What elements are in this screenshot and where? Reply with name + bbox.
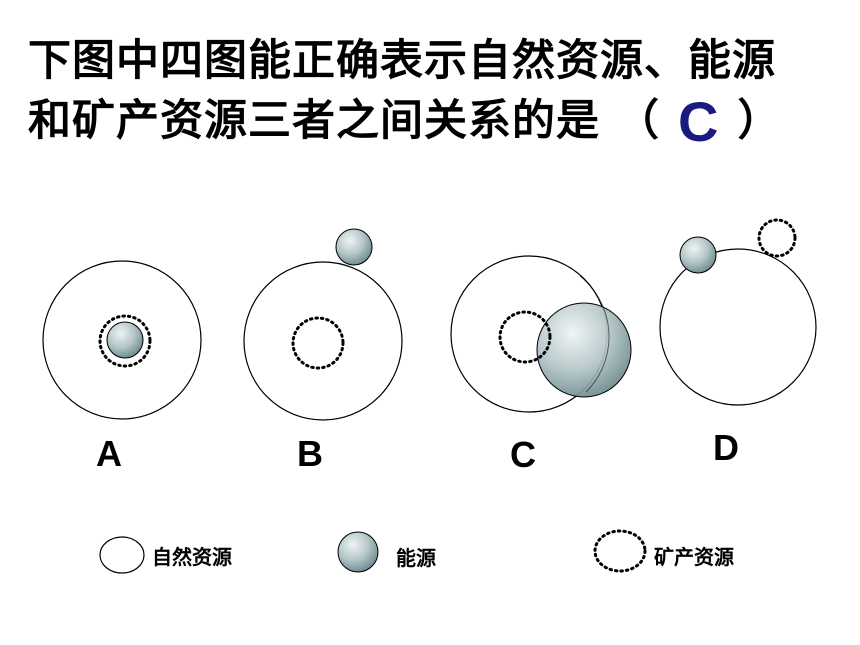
energy-circle-d	[679, 236, 717, 274]
legend	[99, 529, 647, 574]
legend-mineral-symbol	[593, 529, 647, 573]
question-line-1: 下图中四图能正确表示自然资源、能源	[28, 36, 776, 86]
legend-natural-label: 自然资源	[152, 545, 232, 569]
legend-natural-symbol	[99, 536, 145, 574]
mineral-circle-c	[498, 310, 552, 364]
legend-energy-symbol	[337, 531, 379, 573]
diagram-d	[659, 218, 817, 406]
question-line-2: 和矿产资源三者之间关系的是 （ C ）	[28, 86, 781, 154]
option-label-d: D	[713, 427, 739, 468]
mineral-circle-d	[757, 218, 797, 258]
energy-circle-c	[536, 302, 632, 398]
mineral-circle-a	[98, 314, 152, 368]
question-text: 和矿产资源三者之间关系的是	[28, 96, 600, 146]
mineral-circle-b	[291, 316, 345, 370]
option-label-c: C	[510, 434, 536, 475]
diagram-c	[450, 255, 632, 413]
paren-open: （	[615, 96, 660, 146]
energy-circle-b	[335, 228, 373, 266]
legend-mineral-label: 矿产资源	[654, 545, 734, 569]
answer-letter: C	[677, 90, 720, 153]
legend-energy-label: 能源	[396, 546, 436, 570]
natural-resource-circle-d	[659, 248, 817, 406]
option-label-a: A	[96, 433, 122, 474]
natural-resource-arc-overlay-c	[579, 275, 610, 393]
diagram-a	[42, 260, 202, 420]
paren-close: ）	[737, 96, 782, 146]
natural-resource-circle-b	[243, 261, 403, 421]
diagram-b	[243, 228, 403, 421]
option-label-b: B	[297, 433, 323, 474]
energy-circle-a	[106, 321, 144, 359]
